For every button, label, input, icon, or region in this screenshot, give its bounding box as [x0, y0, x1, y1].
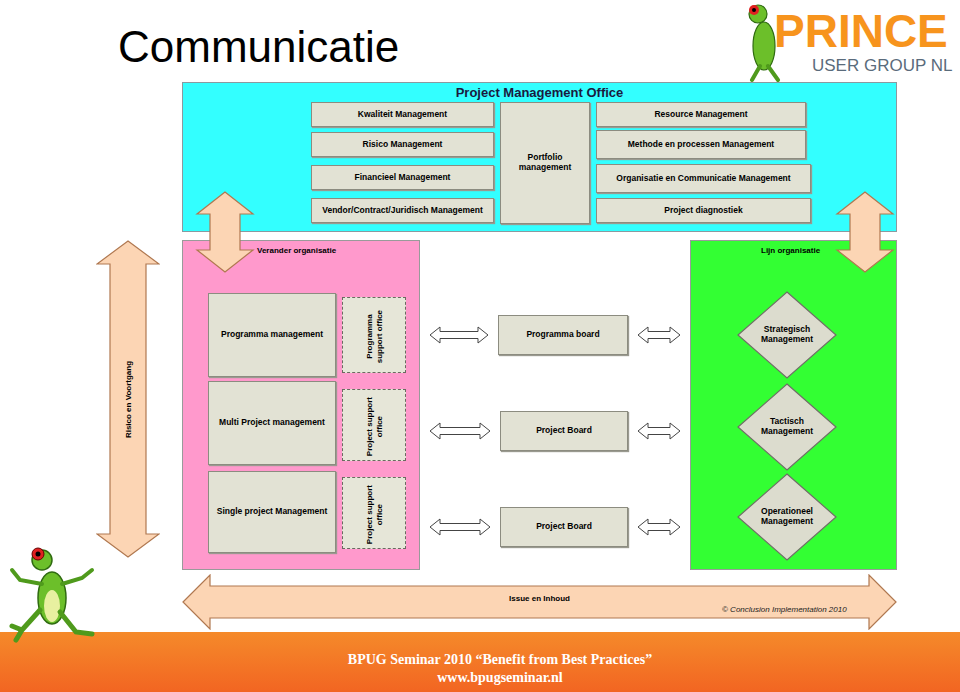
node-label: Programma support office [365, 301, 384, 371]
decision-diamond: Strategisch Management [737, 291, 837, 379]
support-office-box: Project support office [342, 477, 406, 549]
connector-arrow [837, 192, 893, 272]
node-label: Methode en processen Management [597, 140, 805, 150]
process-box: Organisatie en Communicatie Management [596, 164, 811, 193]
process-box: Project Board [500, 507, 628, 547]
region-heading: Project Management Office [183, 85, 896, 100]
node-label: Financieel Management [312, 173, 493, 183]
node-label: Programma management [209, 330, 335, 340]
node-label: Programma board [499, 330, 627, 340]
process-box: Portfolio management [500, 102, 590, 224]
frog-illustration [0, 540, 110, 650]
connector-arrow [638, 327, 680, 343]
page-title: Communicatie [118, 22, 399, 72]
node-label: Issue en Inhoud [182, 594, 897, 603]
connector-arrow [638, 519, 680, 535]
process-box: Resource Management [596, 102, 806, 127]
region-heading: Lijn organisatie [761, 246, 820, 255]
connector-arrow [430, 327, 488, 343]
node-label: Project diagnostiek [597, 206, 810, 216]
copyright-note: © Conclusion Implementation 2010 [722, 605, 847, 614]
node-label: Project support office [365, 481, 384, 547]
horizontal-arrow-band: Issue en Inhoud [182, 574, 897, 630]
node-label: Resource Management [597, 110, 805, 120]
node-label: Kwaliteit Management [312, 110, 493, 120]
organisation-region: Verander organisatieProgramma management… [182, 240, 420, 570]
support-office-box: Programma support office [342, 297, 406, 373]
vertical-arrow-band: Risico en Voortgang [96, 240, 160, 558]
process-box: Vendor/Contract/Juridisch Management [311, 198, 494, 223]
node-label: Tactisch Management [756, 417, 818, 437]
node-label: Vendor/Contract/Juridisch Management [312, 206, 493, 216]
organisation-region: Lijn organisatieStrategisch ManagementTa… [690, 240, 897, 570]
node-label: Portfolio management [501, 153, 589, 173]
process-box: Single project Management [208, 471, 336, 553]
node-label: Single project Management [209, 507, 335, 517]
connector-arrow [197, 192, 253, 272]
shape-fill [183, 575, 896, 629]
process-box: Programma management [208, 293, 336, 377]
node-label: Risico Management [312, 140, 493, 150]
node-label: Organisatie en Communicatie Management [597, 174, 810, 184]
node-label: Multi Project management [209, 418, 335, 428]
office-band: Project Management OfficeKwaliteit Manag… [182, 82, 897, 232]
decision-diamond: Operationeel Management [737, 473, 837, 561]
node-label: Risico en Voortgang [124, 299, 133, 499]
connector-arrow [430, 519, 490, 535]
decision-diamond: Tactisch Management [737, 383, 837, 471]
logo-subtext: USER GROUP NL [812, 56, 952, 76]
node-label: Project support office [365, 393, 384, 459]
node-label: Project Board [501, 522, 627, 532]
shape-fill [738, 292, 836, 378]
node-label: Project Board [501, 426, 627, 436]
process-box: Project Board [500, 411, 628, 451]
connector-arrow [638, 423, 680, 439]
support-office-box: Project support office [342, 389, 406, 461]
process-box: Methode en processen Management [596, 130, 806, 159]
process-box: Programma board [498, 315, 628, 355]
logo-text: PRINCE [774, 4, 948, 58]
footer-url: www.bpugseminar.nl [280, 670, 720, 686]
process-box: Project diagnostiek [596, 198, 811, 223]
process-box: Financieel Management [311, 165, 494, 190]
process-box: Multi Project management [208, 381, 336, 465]
shape-fill [738, 384, 836, 470]
node-label: Operationeel Management [756, 507, 818, 527]
connector-arrow [430, 423, 490, 439]
region-heading: Verander organisatie [257, 246, 336, 255]
shape-fill [738, 474, 836, 560]
shape-fill [97, 241, 159, 557]
node-label: Strategisch Management [756, 325, 818, 345]
footer-text: BPUG Seminar 2010 “Benefit from Best Pra… [280, 652, 720, 668]
process-box: Kwaliteit Management [311, 102, 494, 127]
process-box: Risico Management [311, 132, 494, 157]
